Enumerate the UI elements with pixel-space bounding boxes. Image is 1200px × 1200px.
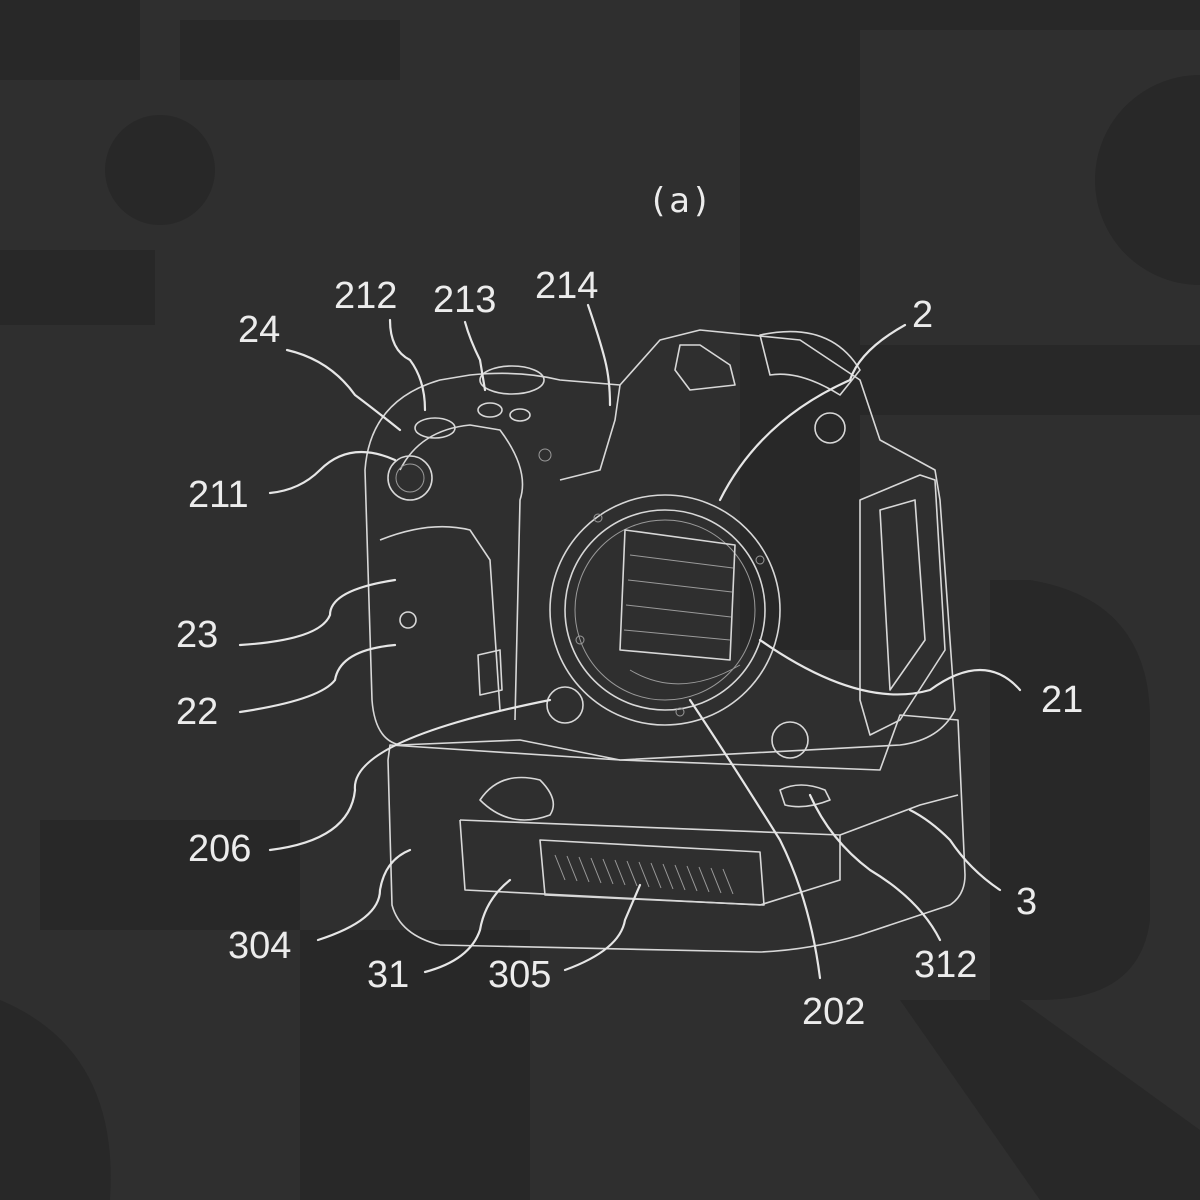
label-211: 211: [188, 474, 249, 516]
leader-lines: [238, 303, 1022, 980]
shutter-button: [387, 455, 433, 501]
image-sensor: [619, 529, 736, 661]
lens-release-button: [546, 686, 584, 724]
label-214: 214: [535, 265, 598, 307]
camera-illustration: [364, 329, 966, 953]
label-202: 202: [802, 991, 865, 1033]
label-22: 22: [176, 691, 218, 733]
label-23: 23: [176, 614, 218, 656]
label-24: 24: [238, 309, 280, 351]
label-213: 213: [433, 279, 496, 321]
label-2: 2: [912, 294, 933, 336]
label-304: 304: [228, 925, 291, 967]
label-312: 312: [914, 944, 977, 986]
label-3: 3: [1016, 881, 1037, 923]
label-206: 206: [188, 828, 251, 870]
label-21: 21: [1041, 679, 1083, 721]
lens-mount: [549, 494, 781, 726]
label-31: 31: [367, 954, 409, 996]
label-212: 212: [334, 275, 397, 317]
mode-dial: [479, 365, 545, 395]
vent-grill: [554, 854, 734, 895]
label-305: 305: [488, 954, 551, 996]
reference-labels: 24 212 213 214 2 211 23 22 206 304 31 30…: [176, 265, 1083, 1033]
figure-title: (a): [652, 181, 711, 221]
